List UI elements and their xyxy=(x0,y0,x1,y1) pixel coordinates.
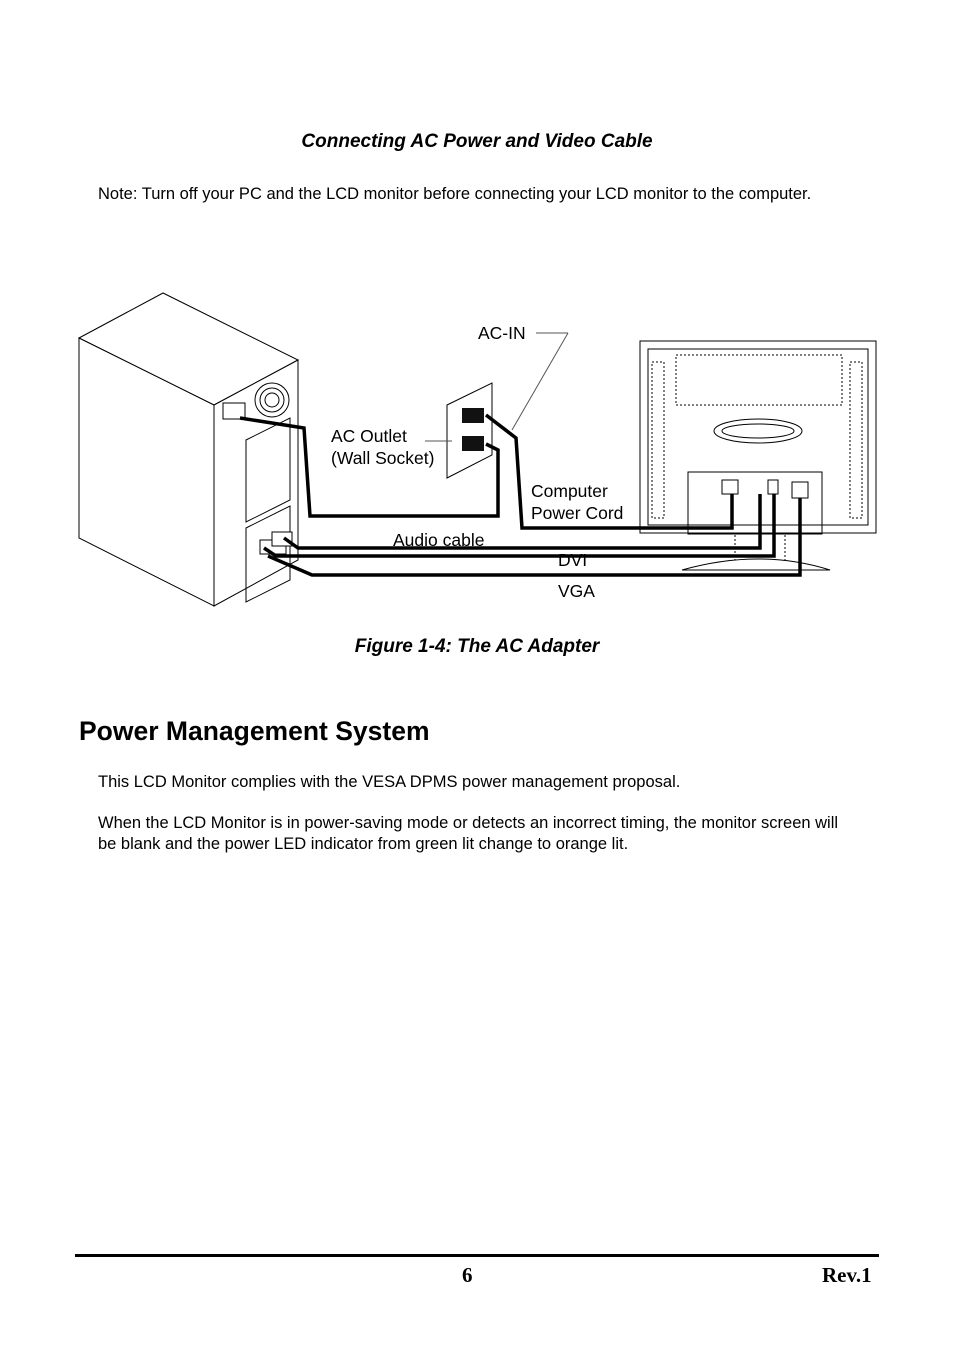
note-text: Note: Turn off your PC and the LCD monit… xyxy=(98,185,812,203)
label-ac-outlet: AC Outlet xyxy=(331,426,407,446)
dvi-cable xyxy=(263,494,776,558)
paragraph: When the LCD Monitor is in power-saving … xyxy=(98,814,839,853)
label-vga: VGA xyxy=(558,581,595,601)
section-heading: Connecting AC Power and Video Cable xyxy=(301,131,653,152)
monitor-rear xyxy=(639,340,877,571)
cables xyxy=(239,413,802,577)
ac-cable-pc xyxy=(239,416,500,518)
paragraph: This LCD Monitor complies with the VESA … xyxy=(98,773,681,791)
label-ac-in: AC-IN xyxy=(478,323,526,343)
footer-rule xyxy=(75,1254,879,1257)
label-audio-cable: Audio cable xyxy=(393,530,484,550)
ac-in-leader-diag xyxy=(511,332,569,431)
wall-socket xyxy=(425,382,493,479)
figure-caption: Figure 1-4: The AC Adapter xyxy=(354,636,600,657)
page-number: 6 xyxy=(462,1263,473,1287)
label-computer: Computer xyxy=(531,481,608,501)
audio-cable xyxy=(282,494,762,550)
label-power-cord: Power Cord xyxy=(531,503,623,523)
label-wall-socket: (Wall Socket) xyxy=(331,448,434,468)
connection-diagram: AC-IN AC Outlet (Wall Socket) Computer P… xyxy=(77,292,877,607)
section-title: Power Management System xyxy=(79,716,430,746)
label-dvi: DVI xyxy=(558,550,587,570)
computer-power-cord xyxy=(484,413,734,530)
revision-label: Rev.1 xyxy=(822,1263,872,1287)
vga-cable xyxy=(267,498,802,577)
pc-tower xyxy=(77,292,300,607)
